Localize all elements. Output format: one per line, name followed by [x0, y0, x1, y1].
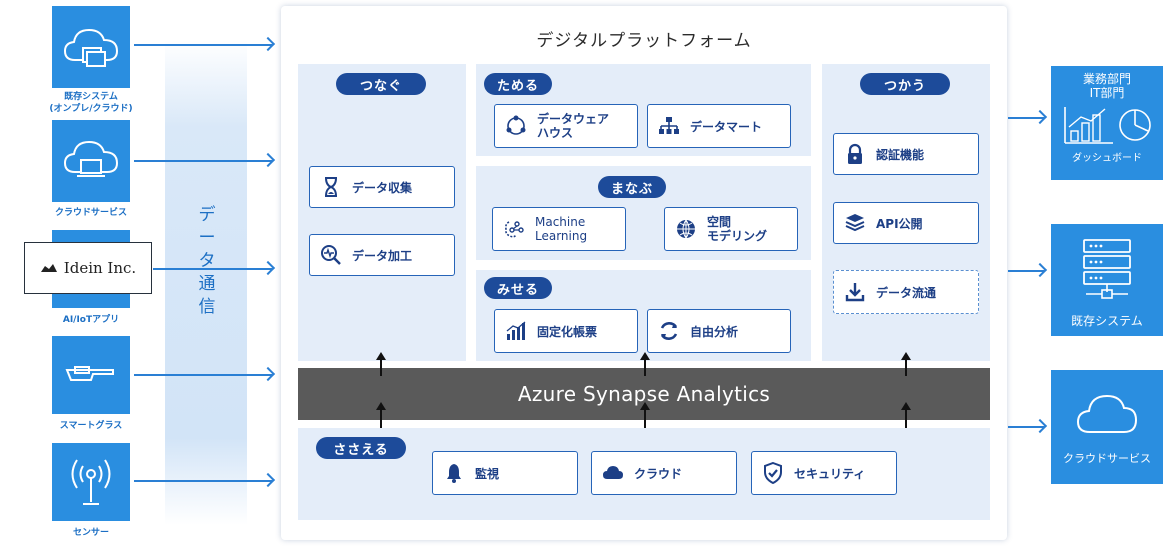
source-arrow-3 [153, 268, 272, 270]
up-arrow-4 [376, 402, 386, 428]
cloud-service-output-box: クラウドサービス [1051, 370, 1163, 484]
cloud-folder-icon [63, 28, 119, 67]
auth-card: 認証機能 [833, 133, 979, 175]
dashboard-label: ダッシュボード [1072, 153, 1142, 164]
magnifier-wave-icon [321, 245, 341, 265]
existing-system-source-box [52, 6, 130, 88]
dashboard-title: 業務部門 IT部門 [1082, 72, 1131, 100]
cloud-filled-icon [603, 466, 623, 479]
api-public-card: API公開 [833, 202, 979, 244]
sensor-label: センサー [72, 528, 109, 538]
free-analysis-card: 自由分析 [647, 309, 791, 353]
platform-title: デジタルプラットフォーム [536, 31, 752, 51]
up-arrow-5 [640, 402, 650, 428]
up-arrow-6 [901, 402, 911, 428]
tameru-pill: ためる [484, 73, 552, 95]
output-arrow-1 [1008, 117, 1044, 119]
up-arrow-3 [901, 352, 911, 376]
cloud-service-label: クラウドサービス [54, 208, 127, 218]
ai-iot-label: AI/IoTアプリ [62, 315, 120, 325]
sensor-antenna-icon [71, 459, 111, 505]
monitoring-card: 監視 [432, 451, 578, 495]
smart-glasses-label: スマートグラス [59, 421, 123, 431]
bell-icon [447, 464, 461, 483]
up-arrow-1 [376, 352, 386, 376]
spatial-modeling-card: 空間モデリング [664, 207, 798, 251]
lock-icon [848, 143, 862, 164]
up-arrow-2 [640, 352, 650, 376]
idein-logo: Idein Inc. [24, 242, 152, 294]
output-arrow-2 [1008, 270, 1044, 272]
server-icon [1083, 239, 1131, 299]
idein-name: Idein Inc. [63, 259, 137, 277]
source-arrow-5 [134, 480, 272, 482]
cloud-icon [1076, 394, 1138, 433]
existing-system-label: 既存システム (オンプレ/クラウド) [49, 92, 133, 114]
data-warehouse-card: データウェアハウス [494, 104, 638, 148]
ml-brain-icon [505, 221, 524, 238]
cloud-laptop-icon [63, 140, 119, 177]
layers-icon [845, 214, 865, 232]
bar-chart-icon [506, 321, 526, 340]
cloud-service-source-box [52, 120, 130, 202]
tsukau-pill: つかう [860, 73, 950, 95]
hierarchy-icon [659, 117, 679, 134]
security-card: セキュリティ [751, 451, 897, 495]
source-arrow-2 [134, 160, 272, 162]
fixed-report-card: 固定化帳票 [494, 309, 638, 353]
data-mart-card: データマート [647, 104, 791, 148]
idein-mark-icon [40, 264, 57, 272]
shield-check-icon [764, 462, 782, 484]
existing-system-output-label: 既存システム [1071, 314, 1143, 328]
data-communication-band [165, 40, 247, 525]
data-processing-card: データ加工 [309, 234, 455, 276]
smart-glasses-source-box [52, 336, 130, 414]
sensor-source-box [52, 443, 130, 521]
miseru-pill: みせる [484, 277, 552, 299]
data-distribution-card: データ流通 [833, 270, 979, 314]
cloud-service-output-label: クラウドサービス [1063, 452, 1151, 465]
source-arrow-1 [134, 44, 272, 46]
existing-system-output-box: 既存システム [1051, 224, 1163, 336]
tsunagu-pill: つなぐ [336, 73, 426, 95]
cycle-nodes-icon [506, 115, 526, 135]
sasaeru-pill: ささえる [316, 437, 406, 459]
data-collection-card: データ収集 [309, 166, 455, 208]
globe-icon [677, 219, 695, 239]
dashboard-output-box: 業務部門 IT部門 ダッシュボード [1051, 66, 1163, 180]
refresh-cycle-icon [660, 322, 678, 340]
source-arrow-4 [134, 374, 272, 376]
hourglass-icon [325, 177, 337, 197]
tsunagu-panel [298, 64, 466, 361]
download-icon [845, 283, 865, 302]
cloud-card: クラウド [591, 451, 737, 495]
data-communication-label: デ ー タ 通 信 [198, 205, 216, 317]
manabu-pill: まなぶ [598, 176, 666, 198]
dashboard-chart-icon [1064, 107, 1151, 144]
smart-glasses-icon [65, 366, 114, 381]
output-arrow-3 [1008, 426, 1044, 428]
